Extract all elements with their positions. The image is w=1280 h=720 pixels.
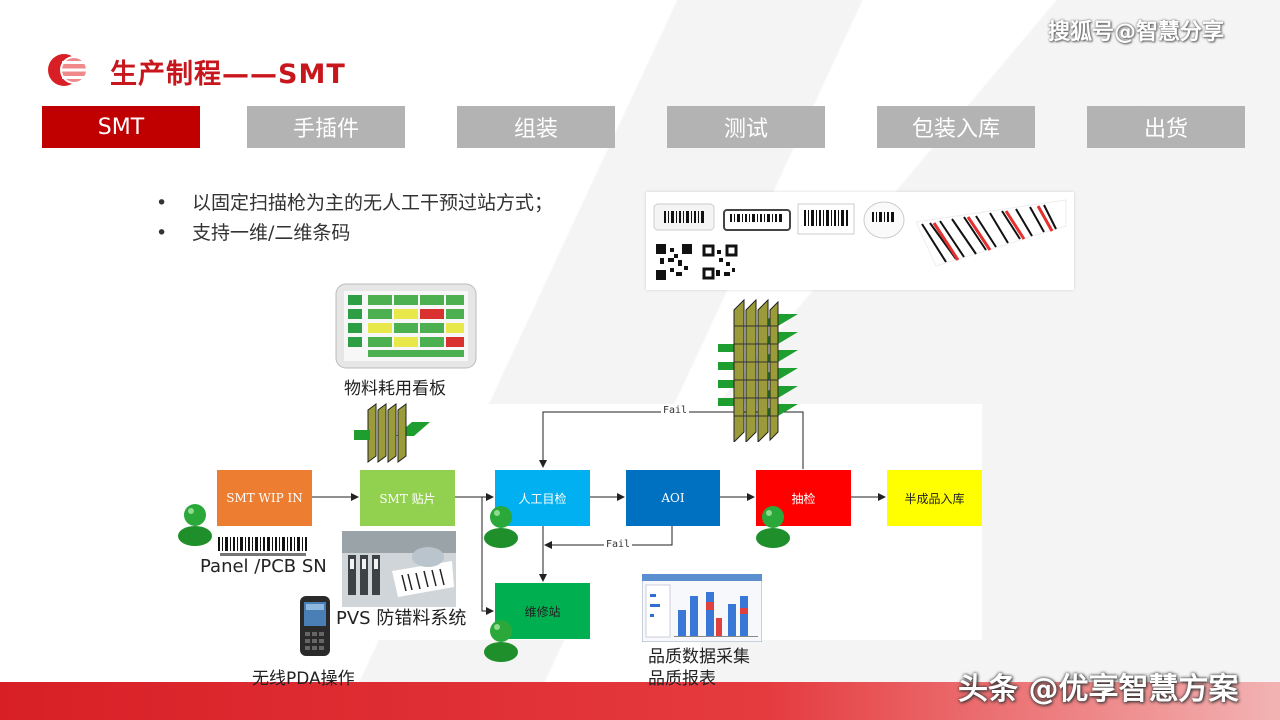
panel-sn-caption: Panel /PCB SN (200, 556, 327, 577)
pda-device-icon (298, 594, 332, 658)
operator-icon (754, 502, 792, 548)
fail-label-top: Fail (661, 405, 689, 416)
pvs-caption: PVS 防错料系统 (336, 604, 466, 630)
quality-report-icon (642, 574, 762, 642)
scanner-tower-icon (716, 296, 800, 442)
quality-report-caption: 品质报表 (648, 664, 716, 689)
node-semi-finished-storage[interactable]: 半成品入库 (887, 470, 982, 526)
operator-icon (482, 616, 520, 662)
fail-label-bottom: Fail (604, 539, 632, 550)
operator-icon (482, 502, 520, 548)
watermark-bottom: 头条 @优享智慧方案 (958, 664, 1238, 708)
scanner-stack-icon (352, 402, 432, 464)
node-aoi[interactable]: AOI (626, 470, 720, 526)
pvs-photo-icon (342, 531, 456, 607)
node-smt-wip-in[interactable]: SMT WIP IN (217, 470, 312, 526)
pda-caption: 无线PDA操作 (252, 664, 355, 689)
node-smt-placement[interactable]: SMT 贴片 (360, 470, 455, 526)
operator-icon (176, 500, 214, 546)
